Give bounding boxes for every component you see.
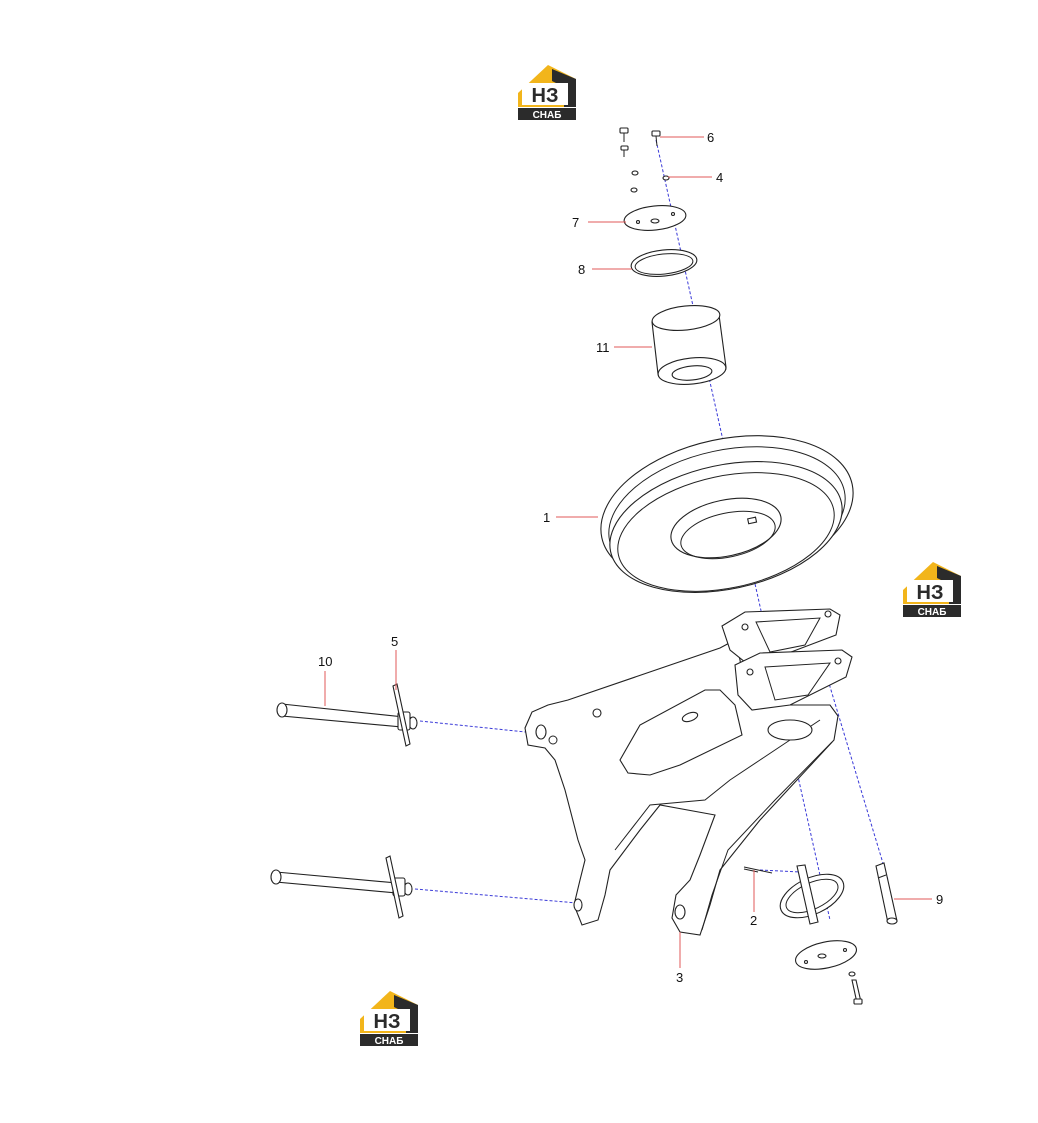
- callout-4: 4: [716, 170, 723, 185]
- callout-6: 6: [707, 130, 714, 145]
- callout-9: 9: [936, 892, 943, 907]
- watermark-logo-top: НЗ СНАБ: [518, 65, 576, 121]
- idler-wheel-1: [600, 435, 854, 593]
- watermark-text: НЗ: [532, 85, 559, 107]
- callout-1: 1: [543, 510, 550, 525]
- bracket-3: [524, 608, 853, 936]
- leader-lines: [324, 136, 932, 968]
- callout-3: 3: [676, 970, 683, 985]
- bolt-6: [619, 127, 661, 157]
- main-axis-line: [655, 139, 831, 921]
- watermark-logo-right: НЗ СНАБ: [903, 562, 961, 618]
- callout-11: 11: [596, 340, 610, 355]
- watermark-subtext: СНАБ: [533, 110, 562, 121]
- callout-labels: 6 4 7 8 11 1 10 5 2 9 3: [318, 130, 943, 985]
- washer-4: [630, 170, 670, 193]
- assembly-axes: [414, 139, 889, 921]
- callout-7: 7: [572, 215, 579, 230]
- pin-10: [276, 702, 418, 731]
- watermark-text: НЗ: [374, 1011, 401, 1033]
- watermark-text: НЗ: [917, 582, 944, 604]
- seal-ring-8: [630, 249, 698, 277]
- watermark-subtext: СНАБ: [918, 607, 947, 618]
- callout-10: 10: [318, 654, 332, 669]
- cotter-axis-line: [759, 869, 801, 873]
- bottom-plate: [795, 940, 857, 970]
- watermark-subtext: СНАБ: [375, 1036, 404, 1047]
- pin-9: [875, 862, 898, 925]
- pin-lower: [270, 855, 413, 919]
- pin-axis-line: [827, 679, 889, 881]
- cover-plate-7: [623, 205, 687, 231]
- cotter-pin-2: [743, 866, 773, 874]
- callout-5: 5: [391, 634, 398, 649]
- callout-8: 8: [578, 262, 585, 277]
- callout-2: 2: [750, 913, 757, 928]
- shaft: [796, 864, 819, 925]
- upper-pin-axis-line: [419, 720, 536, 734]
- bushing-11: [651, 304, 727, 385]
- watermark-logo-bottom: НЗ СНАБ: [360, 991, 418, 1047]
- bottom-bolt: [848, 971, 863, 1005]
- lower-pin-axis-line: [414, 888, 578, 904]
